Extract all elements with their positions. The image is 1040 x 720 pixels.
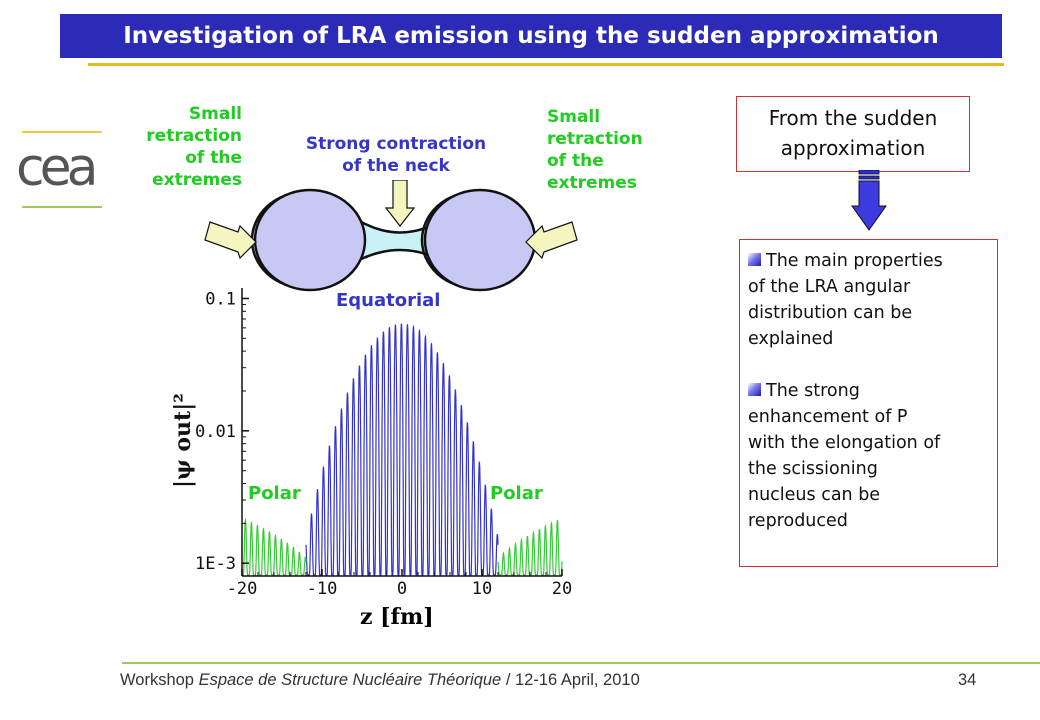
conclusions-box: The main properties of the LRA angular d…	[739, 239, 998, 567]
y-tick-label: 0.1	[205, 289, 236, 309]
x-tick-label: 0	[397, 579, 407, 599]
x-tick-label: 20	[552, 579, 572, 599]
right-arrow	[525, 221, 578, 260]
bullet-square-icon	[748, 383, 761, 396]
footer-text: Workshop Espace de Structure Nucléaire T…	[120, 671, 640, 689]
polar-series-left	[242, 517, 307, 576]
sudden-approximation-box: From the sudden approximation	[736, 96, 970, 172]
box-line-1: From the sudden	[768, 106, 938, 130]
scissioning-nucleus-diagram	[204, 180, 578, 292]
polar-left-label: Polar	[248, 483, 301, 504]
x-tick-label: -10	[307, 579, 338, 599]
footer-line	[122, 662, 1040, 664]
psi-out-chart: 1E-3 0.01 0.1 -20 -10 0 10 20	[195, 288, 572, 599]
x-tick-label: -20	[227, 579, 258, 599]
right-fragment	[423, 188, 537, 292]
chart-axes: 1E-3 0.01 0.1 -20 -10 0 10 20	[195, 288, 572, 599]
left-fragment	[253, 188, 367, 292]
left-retraction-label: Small retraction of the extremes	[146, 104, 242, 190]
slide-title: Investigation of LRA emission using the …	[60, 14, 1002, 58]
box-line-2: approximation	[780, 136, 926, 160]
bullet-item: The main properties of the LRA angular d…	[748, 251, 943, 349]
y-tick-label: 0.01	[195, 422, 236, 442]
top-arrow	[384, 180, 416, 227]
logo-line-top	[22, 131, 102, 133]
y-tick-label: 1E-3	[195, 554, 236, 574]
title-underline	[88, 63, 1004, 66]
polar-right-label: Polar	[490, 483, 543, 504]
bullet-square-icon	[748, 253, 761, 266]
page-number: 34	[958, 671, 977, 689]
polar-series-right	[497, 519, 563, 576]
x-axis-label: z [fm]	[360, 604, 434, 630]
down-arrow-icon	[851, 170, 887, 231]
right-retraction-label: Small retraction of the extremes	[547, 107, 643, 193]
chart-series	[242, 323, 563, 576]
y-axis-label: |ψ out|²	[152, 388, 212, 498]
y-axis-label-text: |ψ out|²	[170, 393, 196, 488]
neck-contraction-label: Strong contraction of the neck	[305, 134, 487, 176]
logo-line-bottom	[22, 206, 102, 208]
bullet-item: The strong enhancement of P with the elo…	[748, 381, 941, 531]
equatorial-series	[305, 323, 499, 576]
left-arrow	[204, 221, 257, 260]
cea-logo: cea	[16, 138, 98, 198]
x-tick-label: 10	[472, 579, 492, 599]
equatorial-label: Equatorial	[336, 290, 441, 311]
